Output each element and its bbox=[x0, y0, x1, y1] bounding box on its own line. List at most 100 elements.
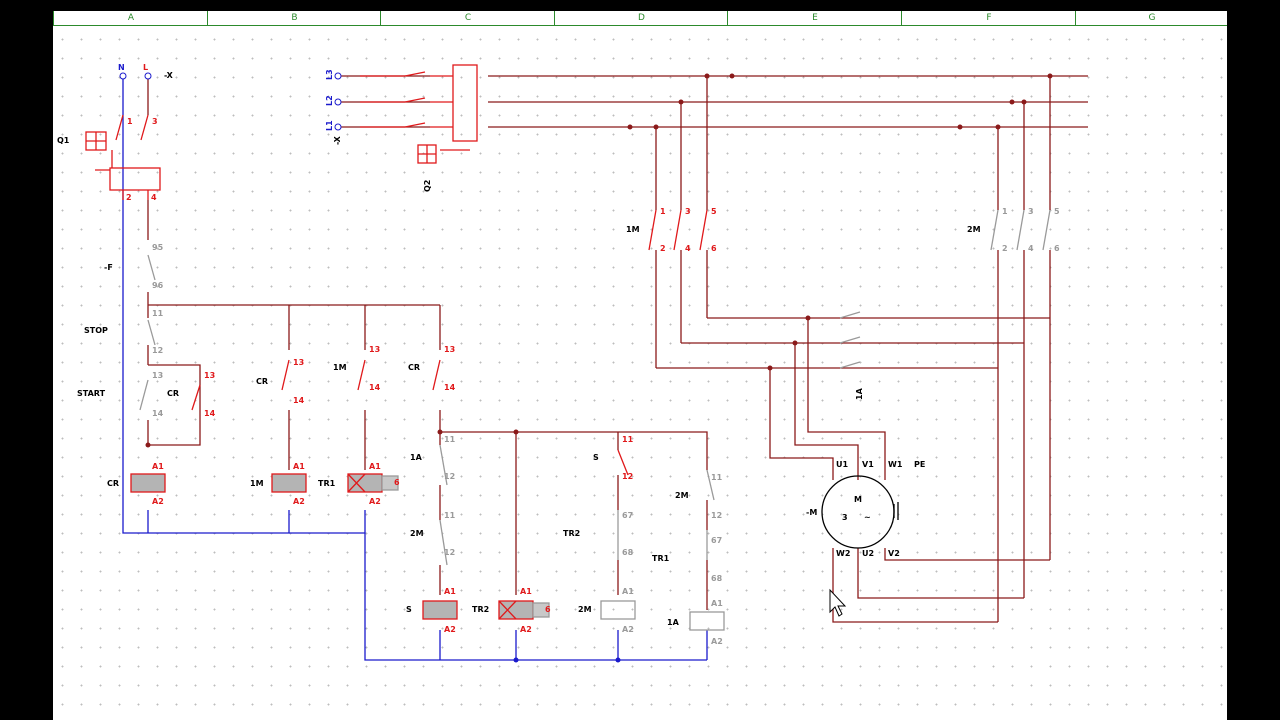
motor-ac-symbol: ~ bbox=[864, 513, 871, 522]
label-cr-contact: CR bbox=[256, 377, 268, 386]
label-s-coil: S bbox=[406, 605, 412, 614]
coils bbox=[130, 473, 534, 620]
m2-t12: 12 bbox=[444, 548, 455, 557]
label-1a-coil: 1A bbox=[667, 618, 680, 627]
m1-main-t1: 1 bbox=[660, 207, 666, 216]
label-tr2-contact: TR2 bbox=[563, 529, 580, 538]
m1-main-t3: 3 bbox=[685, 207, 691, 216]
label-tr2-coil: TR2 bbox=[472, 605, 489, 614]
m2-main-t5: 5 bbox=[1054, 207, 1060, 216]
label-q2: Q2 bbox=[423, 180, 432, 192]
contacts bbox=[139, 209, 1051, 566]
q1-t1: 1 bbox=[127, 117, 133, 126]
junctions bbox=[145, 73, 1053, 448]
cr-b-t14: 14 bbox=[293, 396, 305, 405]
neutral-bus bbox=[122, 78, 708, 661]
q1-t2: 2 bbox=[126, 193, 132, 202]
s-a2: A2 bbox=[444, 625, 456, 634]
q1-t3: 3 bbox=[152, 117, 158, 126]
label-stop: STOP bbox=[84, 326, 108, 335]
tr2-a1: A1 bbox=[520, 587, 532, 596]
label-l3: L3 bbox=[325, 69, 334, 80]
label-start: START bbox=[77, 389, 106, 398]
m1-t14: 14 bbox=[369, 383, 381, 392]
m2-main-t1: 1 bbox=[1002, 207, 1008, 216]
label-motor: -M bbox=[806, 508, 817, 517]
label-l1: L1 bbox=[325, 120, 334, 131]
ruler-column-e: E bbox=[727, 11, 902, 25]
tr1-a2: A2 bbox=[369, 497, 381, 506]
ruler-column-b: B bbox=[207, 11, 381, 25]
f-t96: 96 bbox=[152, 281, 164, 290]
label-tr1-contact: TR1 bbox=[652, 554, 670, 563]
tr2-t68: 68 bbox=[622, 548, 634, 557]
label-2m-contact-2: 2M bbox=[675, 491, 689, 500]
label-x-main: -X bbox=[333, 135, 342, 145]
ruler-column-f: F bbox=[901, 11, 1076, 25]
ruler-column-g: G bbox=[1075, 11, 1228, 25]
cr-a2: A2 bbox=[152, 497, 164, 506]
m2-main-t4: 4 bbox=[1028, 244, 1034, 253]
f-t95: 95 bbox=[152, 243, 164, 252]
label-2m-contact: 2M bbox=[410, 529, 424, 538]
drawing-sheet bbox=[53, 11, 1227, 720]
tr2-t67: 67 bbox=[622, 511, 633, 520]
m2-main-t6: 6 bbox=[1054, 244, 1060, 253]
m1-main-t4: 4 bbox=[685, 244, 691, 253]
m2b-t12: 12 bbox=[711, 511, 722, 520]
m1-main-t2: 2 bbox=[660, 244, 666, 253]
label-l: L bbox=[143, 63, 148, 72]
m2-main-t2: 2 bbox=[1002, 244, 1008, 253]
label-2m-main: 2M bbox=[967, 225, 981, 234]
cr-b-t13: 13 bbox=[293, 358, 304, 367]
label-1m-contact: 1M bbox=[333, 363, 347, 372]
column-ruler: A B C D E F G bbox=[53, 11, 1227, 26]
label-tr1-coil: TR1 bbox=[318, 479, 336, 488]
a1-coil-a2: A2 bbox=[711, 637, 723, 646]
mouse-cursor-icon bbox=[829, 588, 847, 617]
label-w2: W2 bbox=[836, 549, 850, 558]
m1-t13: 13 bbox=[369, 345, 380, 354]
m2-a2: A2 bbox=[622, 625, 634, 634]
stop-t11: 11 bbox=[152, 309, 164, 318]
ruler-column-d: D bbox=[554, 11, 728, 25]
stop-t12: 12 bbox=[152, 346, 163, 355]
tr1-a1: A1 bbox=[369, 462, 381, 471]
label-cr-coil: CR bbox=[107, 479, 119, 488]
label-cr-start: CR bbox=[167, 389, 179, 398]
tr1-aux: 6 bbox=[394, 478, 400, 487]
m1-main-t6: 6 bbox=[711, 244, 717, 253]
label-w1: W1 bbox=[888, 460, 903, 469]
control-wiring bbox=[147, 75, 1088, 623]
s-t11: 11 bbox=[622, 435, 634, 444]
terminals bbox=[119, 72, 342, 131]
m2-a1: A1 bbox=[622, 587, 634, 596]
start-t14: 14 bbox=[152, 409, 164, 418]
a1-t11: 11 bbox=[444, 435, 456, 444]
motor-phase: 3 bbox=[842, 513, 848, 522]
m2-t11: 11 bbox=[444, 511, 456, 520]
tr2-aux: 6 bbox=[545, 605, 551, 614]
start-t13: 13 bbox=[152, 371, 163, 380]
motor-m bbox=[821, 475, 899, 549]
q1-breaker bbox=[85, 114, 161, 200]
cr-c-t13: 13 bbox=[444, 345, 455, 354]
tr1-t67: 67 bbox=[711, 536, 722, 545]
label-1m-coil: 1M bbox=[250, 479, 264, 488]
label-pe: PE bbox=[914, 460, 925, 469]
label-v2: V2 bbox=[888, 549, 900, 558]
q2-breaker bbox=[360, 64, 478, 164]
cr-start-t14: 14 bbox=[204, 409, 216, 418]
label-n: N bbox=[118, 63, 125, 72]
label-u1: U1 bbox=[836, 460, 848, 469]
inactive-coils bbox=[381, 475, 725, 631]
tr2-a2: A2 bbox=[520, 625, 532, 634]
ruler-column-a: A bbox=[53, 11, 208, 25]
label-f: -F bbox=[104, 263, 113, 272]
q1-t4: 4 bbox=[151, 193, 157, 202]
s-a1: A1 bbox=[444, 587, 456, 596]
label-1a-contact: 1A bbox=[410, 453, 423, 462]
motor-m-symbol: M bbox=[854, 495, 862, 504]
label-s-contact: S bbox=[593, 453, 599, 462]
